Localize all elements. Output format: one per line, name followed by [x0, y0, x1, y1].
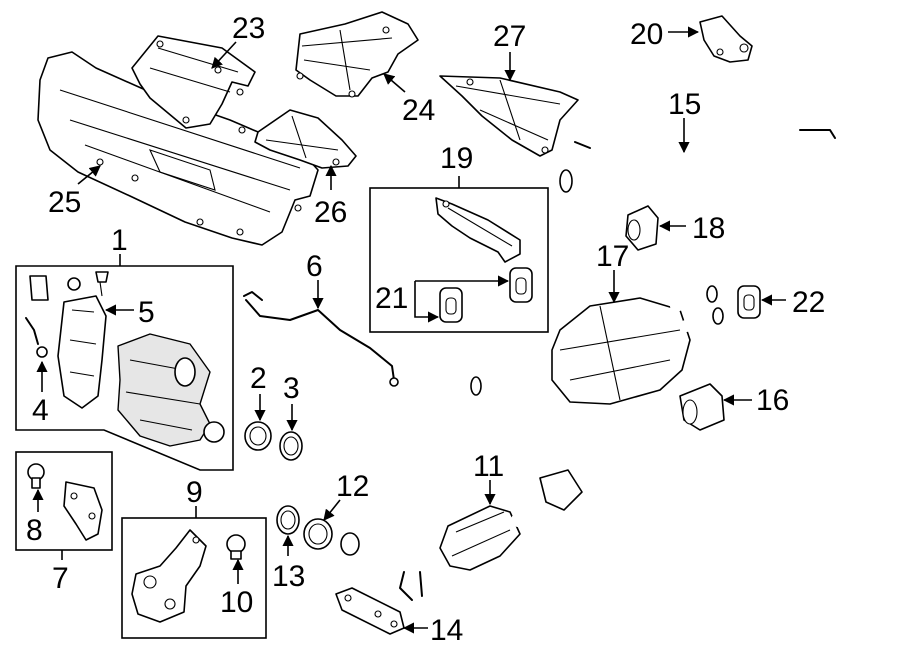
callout-26: 26	[314, 196, 347, 229]
parts-box-9	[121, 517, 267, 639]
leader-25	[77, 165, 101, 185]
leader-12	[323, 499, 341, 521]
callout-10: 10	[220, 586, 253, 619]
bolt-8	[27, 463, 45, 489]
heat-shield-23	[131, 35, 256, 129]
callout-22: 22	[792, 286, 825, 319]
clamp-18	[625, 205, 659, 251]
bracket-7	[63, 481, 103, 541]
clamp-16	[679, 383, 725, 431]
parts-box-1	[15, 265, 234, 471]
callout-11: 11	[473, 450, 504, 483]
bracket-19	[435, 197, 521, 263]
heat-shield-27	[439, 75, 579, 157]
tail-pipe-15	[558, 34, 890, 193]
callout-9: 9	[186, 476, 203, 509]
rubber-hanger-21b	[509, 267, 533, 303]
pressure-line-6	[243, 291, 399, 387]
callout-13: 13	[272, 560, 305, 593]
callout-6: 6	[306, 250, 323, 283]
clamp-12	[303, 518, 333, 550]
callout-27: 27	[493, 20, 526, 53]
catalytic-converter-assembly	[29, 271, 225, 447]
leader-23	[211, 41, 237, 69]
callout-5: 5	[138, 296, 155, 329]
bracket-20	[699, 15, 753, 63]
callout-18: 18	[692, 212, 725, 245]
rubber-hanger-21a	[439, 287, 463, 323]
callout-2: 2	[250, 362, 267, 395]
rubber-hanger-22	[737, 285, 761, 319]
front-pipe-11	[340, 417, 672, 601]
clamp-2	[244, 421, 272, 451]
callout-12: 12	[336, 470, 369, 503]
callout-21: 21	[375, 282, 408, 315]
callout-23: 23	[232, 12, 265, 45]
callout-25: 25	[48, 186, 81, 219]
callout-24: 24	[402, 94, 435, 127]
callout-14: 14	[430, 614, 463, 647]
parts-box-7	[15, 451, 113, 551]
callout-7: 7	[52, 562, 69, 595]
leader-21a	[414, 281, 440, 323]
sensor-4	[25, 317, 48, 358]
muffler-17	[470, 285, 724, 405]
gasket-13	[276, 505, 300, 535]
callout-20: 20	[630, 18, 663, 51]
callout-19: 19	[440, 142, 473, 175]
callout-1: 1	[111, 224, 128, 257]
callout-17: 17	[596, 240, 629, 273]
heat-shield-24	[295, 11, 419, 98]
callout-8: 8	[26, 514, 43, 547]
bracket-14	[335, 587, 405, 635]
callout-15: 15	[668, 88, 701, 121]
callout-3: 3	[283, 372, 300, 405]
heat-shield-26	[238, 109, 357, 169]
leader-24	[383, 73, 406, 93]
gasket-3	[279, 431, 303, 461]
callout-4: 4	[32, 394, 49, 427]
callout-16: 16	[756, 384, 789, 417]
bracket-9	[131, 529, 207, 623]
bolt-10	[226, 534, 246, 560]
